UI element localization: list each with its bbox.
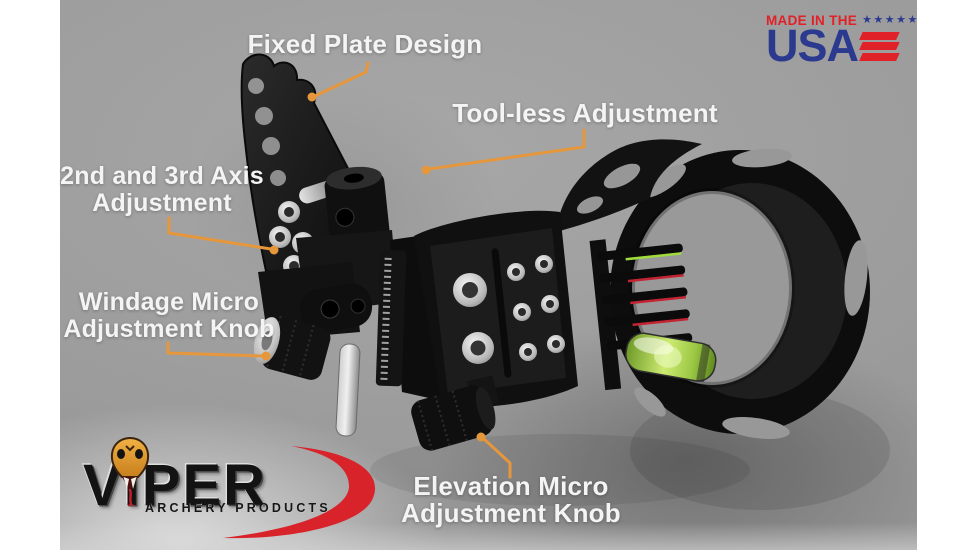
callout-tool-less: Tool-less Adjustment bbox=[452, 100, 717, 127]
badge-top-row: MADE IN THE ★★★★★ bbox=[766, 13, 922, 28]
badge-bottom-row: USA bbox=[766, 20, 922, 71]
arrow-axis bbox=[167, 216, 279, 255]
viper-logo: VIPER ARCHERY PRODUCTS bbox=[75, 436, 390, 548]
flag-stripe bbox=[859, 42, 900, 50]
pin-housing bbox=[414, 210, 578, 408]
callout-axis-line1: 2nd and 3rd Axis bbox=[60, 162, 264, 190]
callout-fixed-plate: Fixed Plate Design bbox=[248, 31, 483, 58]
ring-cutouts bbox=[634, 148, 868, 439]
flag-stripe bbox=[859, 31, 900, 40]
arrow-fixed-plate bbox=[307, 61, 370, 102]
arrow-elevation bbox=[476, 432, 512, 479]
callout-elevation: Elevation Micro Adjustment Knob bbox=[401, 473, 621, 527]
pin-screws bbox=[507, 255, 565, 361]
flag-stripes-icon bbox=[859, 30, 900, 62]
callout-windage: Windage Micro Adjustment Knob bbox=[63, 289, 274, 343]
callout-arrows bbox=[166, 61, 586, 479]
arrow-windage bbox=[166, 341, 271, 361]
snake-head-icon bbox=[110, 437, 150, 507]
badge-stars-icon: ★★★★★ bbox=[862, 14, 919, 26]
callout-windage-line2: Adjustment Knob bbox=[63, 315, 275, 343]
elevation-knob bbox=[411, 375, 500, 451]
tool-less-knob bbox=[324, 166, 390, 246]
badge-made-in-text: MADE IN THE bbox=[766, 13, 858, 28]
callout-elevation-line2: Adjustment Knob bbox=[401, 498, 621, 528]
bubble-level bbox=[625, 332, 717, 383]
logo-tagline-text: ARCHERY PRODUCTS bbox=[145, 501, 331, 515]
callout-tool-less-label: Tool-less Adjustment bbox=[452, 98, 718, 128]
logo-swoosh-icon bbox=[223, 446, 376, 539]
sight-rod bbox=[335, 343, 361, 437]
callout-fixed-plate-label: Fixed Plate Design bbox=[247, 29, 483, 59]
arrow-tool-less bbox=[421, 128, 586, 175]
callout-elevation-line1: Elevation Micro bbox=[413, 471, 609, 501]
made-in-usa-badge: MADE IN THE ★★★★★ USA bbox=[766, 13, 922, 71]
flag-stripe bbox=[859, 52, 900, 61]
badge-usa-text: USA bbox=[766, 20, 859, 71]
callout-windage-line1: Windage Micro bbox=[78, 288, 260, 316]
callout-axis: 2nd and 3rd Axis Adjustment bbox=[60, 163, 264, 217]
elevation-rack bbox=[375, 249, 407, 387]
callout-axis-line2: Adjustment bbox=[92, 189, 232, 217]
windage-knob bbox=[253, 315, 331, 380]
